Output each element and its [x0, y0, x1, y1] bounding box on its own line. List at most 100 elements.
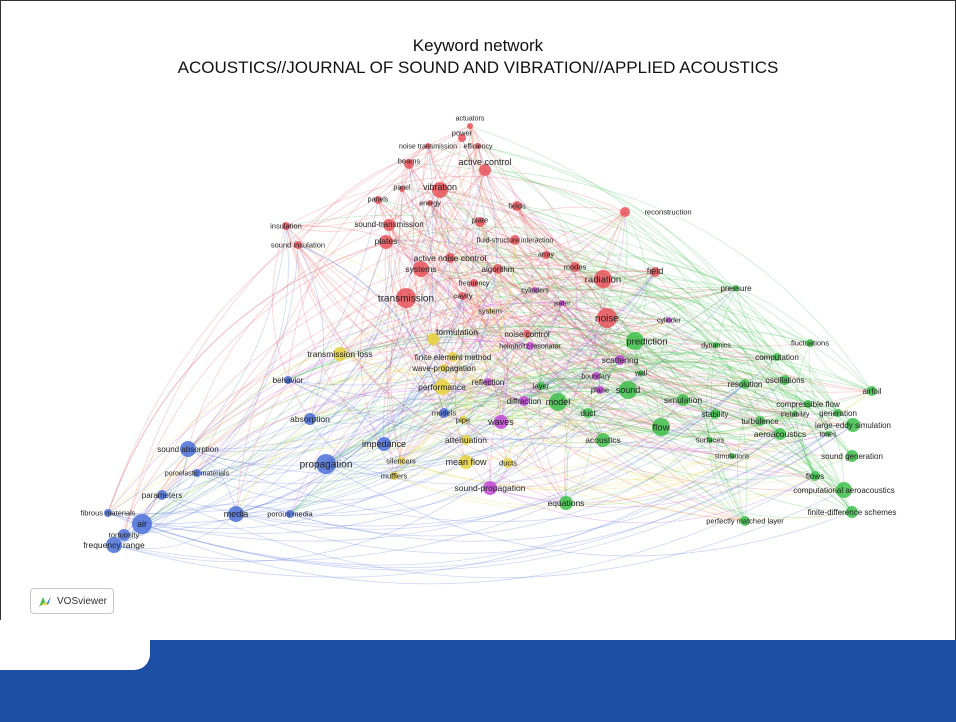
- node-circle[interactable]: [440, 364, 448, 372]
- network-node[interactable]: waves: [487, 415, 514, 429]
- network-node[interactable]: radiation: [585, 270, 621, 288]
- node-circle[interactable]: [484, 378, 492, 386]
- node-circle[interactable]: [619, 381, 637, 399]
- node-circle[interactable]: [180, 441, 196, 457]
- network-node[interactable]: compressible flow: [776, 400, 840, 409]
- network-node[interactable]: ducts: [499, 458, 517, 468]
- node-circle[interactable]: [467, 123, 473, 129]
- node-circle[interactable]: [846, 450, 858, 462]
- network-node[interactable]: layer: [533, 382, 550, 391]
- node-circle[interactable]: [487, 308, 493, 314]
- node-circle[interactable]: [427, 333, 439, 345]
- node-circle[interactable]: [792, 411, 798, 417]
- network-node[interactable]: stability: [702, 409, 729, 419]
- network-node[interactable]: duct: [580, 408, 596, 418]
- network-node[interactable]: prediction: [626, 332, 668, 350]
- network-node[interactable]: parameters: [142, 490, 182, 500]
- network-node[interactable]: sound generation: [821, 450, 883, 462]
- node-circle[interactable]: [294, 241, 302, 249]
- network-node[interactable]: mufflers: [381, 472, 408, 481]
- network-node[interactable]: computational aeroacoustics: [793, 482, 895, 498]
- network-node[interactable]: airfoil: [862, 386, 882, 396]
- node-circle[interactable]: [740, 516, 750, 526]
- network-node[interactable]: absorption: [290, 413, 330, 425]
- network-node[interactable]: sound-propagation: [455, 481, 526, 495]
- network-node[interactable]: models: [432, 408, 456, 418]
- network-node[interactable]: fluctuations: [791, 339, 829, 348]
- network-node[interactable]: media: [224, 506, 249, 522]
- node-circle[interactable]: [193, 469, 201, 477]
- network-node[interactable]: transmission: [378, 288, 434, 308]
- node-circle[interactable]: [374, 196, 382, 204]
- network-node[interactable]: algorithm: [482, 264, 515, 274]
- network-node[interactable]: fibrous materials: [80, 509, 135, 518]
- network-node[interactable]: model: [546, 393, 571, 411]
- network-node[interactable]: vibration: [423, 182, 457, 198]
- node-circle[interactable]: [596, 433, 610, 447]
- node-circle[interactable]: [650, 267, 660, 277]
- node-circle[interactable]: [461, 435, 471, 445]
- network-node[interactable]: silencers: [386, 457, 416, 466]
- node-circle[interactable]: [413, 261, 429, 277]
- network-node[interactable]: array: [538, 251, 554, 259]
- network-node[interactable]: field: [647, 266, 664, 277]
- node-circle[interactable]: [377, 437, 391, 451]
- network-node[interactable]: boundary: [581, 372, 611, 380]
- network-node[interactable]: large-eddy simulation: [815, 418, 891, 432]
- network-node[interactable]: panel: [393, 184, 411, 192]
- network-node[interactable]: sound absorption: [157, 441, 219, 457]
- network-node[interactable]: water: [552, 300, 571, 307]
- node-circle[interactable]: [666, 317, 672, 323]
- node-circle[interactable]: [774, 428, 786, 440]
- network-node[interactable]: behavior: [273, 376, 304, 385]
- network-node[interactable]: surfaces: [696, 436, 725, 445]
- network-node[interactable]: tortuosity: [109, 529, 140, 541]
- node-circle[interactable]: [733, 285, 739, 291]
- network-node[interactable]: tones: [819, 431, 837, 438]
- node-circle[interactable]: [157, 490, 167, 500]
- node-circle[interactable]: [526, 342, 534, 350]
- node-circle[interactable]: [570, 262, 580, 272]
- network-node[interactable]: sound-transmission: [354, 219, 424, 231]
- node-circle[interactable]: [459, 292, 467, 300]
- network-node[interactable]: attenuation: [445, 435, 487, 445]
- network-node[interactable]: reconstruction: [620, 207, 692, 217]
- node-circle[interactable]: [626, 332, 644, 350]
- node-circle[interactable]: [399, 186, 405, 192]
- node-circle[interactable]: [638, 370, 644, 376]
- network-node[interactable]: fluid-structure interaction: [477, 235, 554, 245]
- node-circle[interactable]: [427, 200, 433, 206]
- node-circle[interactable]: [780, 375, 790, 385]
- network-node[interactable]: cylinder: [657, 317, 682, 324]
- network-node[interactable]: efficiency: [463, 143, 493, 150]
- network-node[interactable]: flows: [806, 471, 824, 481]
- network-node[interactable]: pipe: [456, 416, 470, 425]
- network-node[interactable]: beams: [398, 157, 421, 169]
- network-node[interactable]: sound insulation: [271, 241, 325, 250]
- node-circle[interactable]: [316, 454, 336, 474]
- node-circle[interactable]: [755, 416, 765, 426]
- node-circle[interactable]: [729, 453, 735, 459]
- network-node[interactable]: systems: [405, 261, 437, 277]
- network-node[interactable]: simulation: [664, 394, 703, 406]
- node-circle[interactable]: [132, 514, 152, 534]
- network-node[interactable]: dynamics: [701, 342, 731, 349]
- node-circle[interactable]: [390, 472, 398, 480]
- network-node[interactable]: pressure: [720, 284, 752, 293]
- node-circle[interactable]: [810, 471, 820, 481]
- node-circle[interactable]: [333, 347, 347, 361]
- network-node[interactable]: active control: [458, 157, 512, 176]
- network-node[interactable]: equations: [548, 496, 585, 510]
- network-node[interactable]: noise transmission: [399, 143, 457, 150]
- node-circle[interactable]: [432, 182, 448, 198]
- network-node[interactable]: plane: [591, 386, 609, 395]
- network-node[interactable]: formulation: [427, 327, 478, 345]
- node-circle[interactable]: [434, 379, 450, 395]
- network-node[interactable]: active noise control: [414, 253, 487, 263]
- node-circle[interactable]: [620, 207, 630, 217]
- network-node[interactable]: frequency range: [83, 537, 145, 553]
- network-node[interactable]: finite element method: [415, 352, 492, 362]
- node-circle[interactable]: [594, 270, 612, 288]
- node-circle[interactable]: [713, 342, 719, 348]
- node-circle[interactable]: [542, 251, 550, 259]
